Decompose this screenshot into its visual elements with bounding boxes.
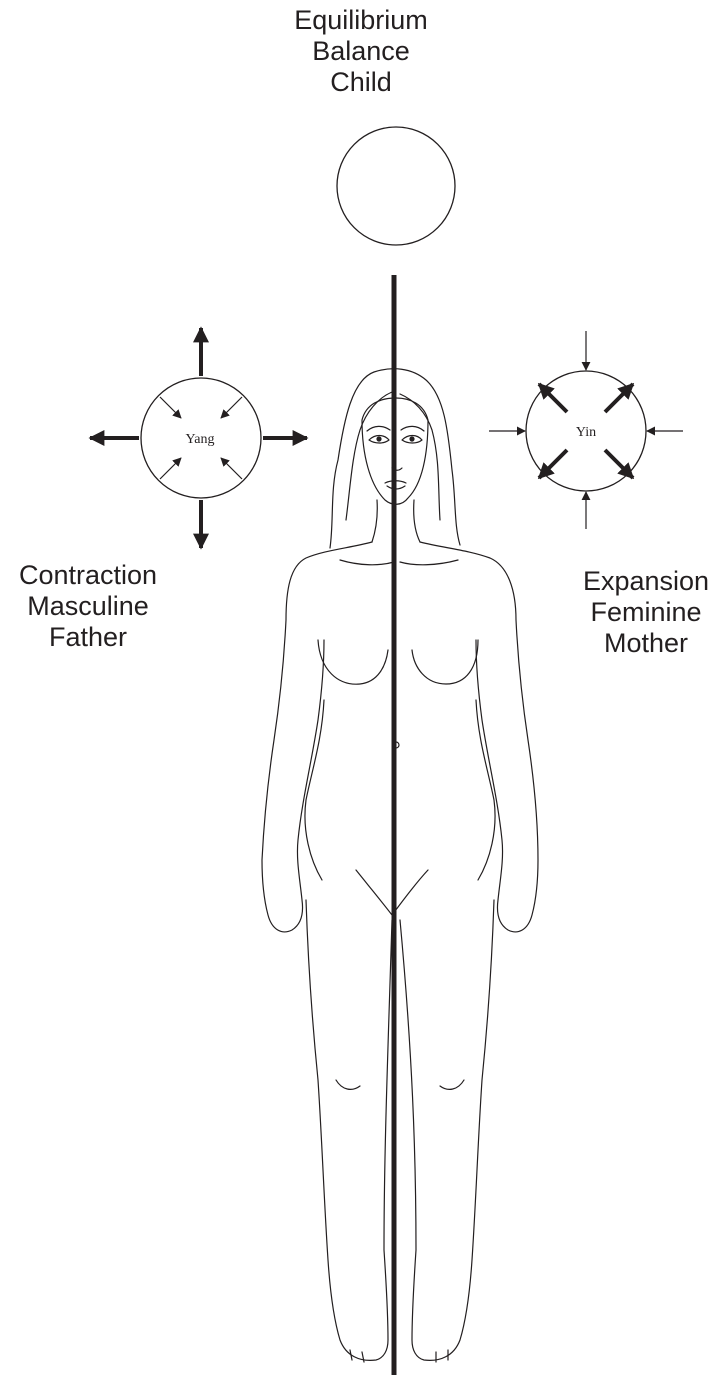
equilibrium-circle	[337, 127, 455, 245]
yang-symbol-label: Yang	[186, 432, 215, 447]
knees	[336, 1080, 464, 1089]
left-torso-side	[305, 700, 324, 880]
right-pupil	[410, 437, 414, 441]
left-shoulder-arm	[262, 542, 372, 932]
left-leg	[306, 900, 392, 1360]
human-figure	[262, 369, 538, 1362]
yin-symbol-label: Yin	[576, 425, 596, 440]
right-torso-side	[476, 700, 495, 880]
right-leg	[400, 900, 494, 1360]
right-breast	[412, 640, 478, 684]
right-shoulder-arm	[420, 542, 538, 932]
right-brow	[401, 426, 424, 431]
clavicles	[340, 560, 458, 565]
left-brow	[367, 426, 390, 431]
left-breast	[318, 640, 388, 684]
left-pupil	[377, 437, 381, 441]
